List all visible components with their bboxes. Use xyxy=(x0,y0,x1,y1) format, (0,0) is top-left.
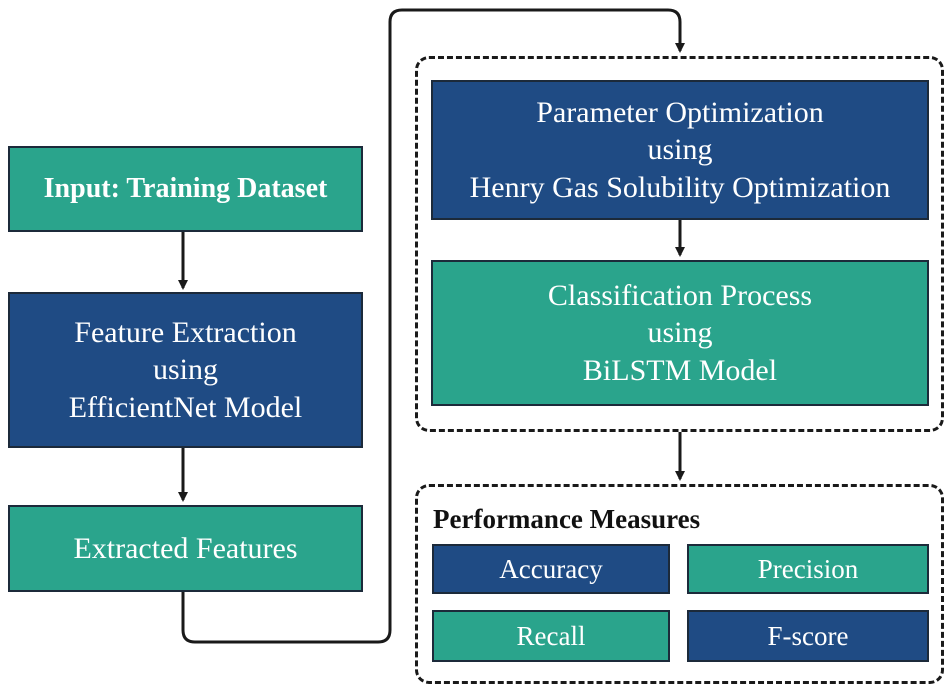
optimization-line-2: using xyxy=(647,133,713,167)
optimization-classification-group xyxy=(415,56,944,432)
extracted-features-label: Extracted Features xyxy=(73,531,298,565)
classification-line-2: using xyxy=(647,316,713,350)
arrow-features-to-optimization xyxy=(181,8,685,644)
classification-process-box: Classification Process using BiLSTM Mode… xyxy=(431,260,929,406)
performance-measures-heading: Performance Measures xyxy=(433,504,701,534)
metric-accuracy-box: Accuracy xyxy=(432,544,670,594)
metric-recall-label: Recall xyxy=(516,620,586,651)
extracted-features-box: Extracted Features xyxy=(8,505,363,592)
optimization-line-3: Henry Gas Solubility Optimization xyxy=(469,170,891,204)
metric-fscore-label: F-score xyxy=(767,620,849,651)
metric-accuracy-label: Accuracy xyxy=(499,553,603,584)
feature-extraction-line-1: Feature Extraction xyxy=(74,315,297,349)
parameter-optimization-box: Parameter Optimization using Henry Gas S… xyxy=(431,80,929,220)
metric-recall-box: Recall xyxy=(432,610,670,662)
optimization-line-1: Parameter Optimization xyxy=(536,95,824,129)
feature-extraction-line-2: using xyxy=(152,353,218,387)
feature-extraction-box: Feature Extraction using EfficientNet Mo… xyxy=(8,292,363,448)
input-label: Input: Training Dataset xyxy=(43,173,328,204)
feature-extraction-line-3: EfficientNet Model xyxy=(68,390,303,424)
classification-line-1: Classification Process xyxy=(547,278,813,312)
metric-precision-label: Precision xyxy=(757,553,859,584)
performance-measures-group xyxy=(415,484,944,684)
input-training-dataset-box: Input: Training Dataset xyxy=(8,146,363,232)
classification-line-3: BiLSTM Model xyxy=(582,353,778,387)
metric-fscore-box: F-score xyxy=(687,610,929,662)
metric-precision-box: Precision xyxy=(687,544,929,594)
